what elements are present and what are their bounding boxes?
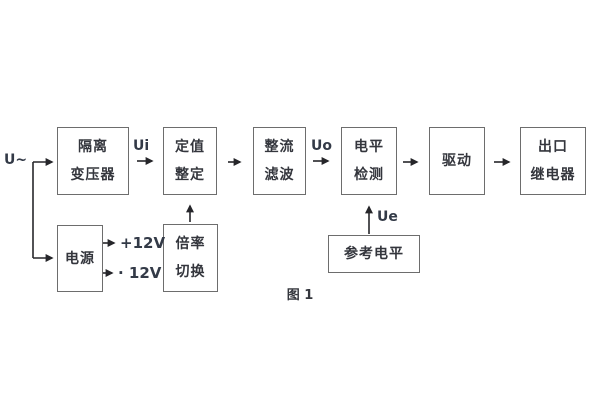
block-label: 出口	[538, 139, 568, 155]
signal-label-u-input: U~	[4, 152, 28, 168]
block-isolation-transformer: 隔离 变压器	[57, 127, 129, 195]
block-label: 整流	[264, 139, 295, 155]
block-multiplier-switch: 倍率 切换	[163, 224, 218, 292]
signal-label-ui: Ui	[133, 138, 150, 154]
signal-label-uo: Uo	[311, 138, 332, 154]
block-label: 切换	[175, 264, 206, 280]
block-setpoint-setting: 定值 整定	[163, 127, 217, 195]
block-label: 变压器	[70, 167, 116, 183]
block-label: 继电器	[530, 167, 576, 183]
block-label: 电平	[354, 139, 384, 155]
block-label: 滤波	[264, 167, 295, 183]
signal-label-ue: Ue	[377, 209, 398, 225]
block-drive: 驱动	[429, 127, 485, 195]
block-power-supply: 电源	[57, 225, 103, 292]
block-label: 检测	[354, 167, 384, 183]
block-label: 参考电平	[344, 246, 404, 262]
block-output-relay: 出口 继电器	[520, 127, 586, 195]
block-label: 倍率	[175, 236, 206, 252]
block-label: 定值	[175, 139, 205, 155]
figure-caption: 图 1	[286, 288, 314, 303]
signal-label-minus12v: · 12V	[118, 264, 162, 282]
block-rectifier-filter: 整流 滤波	[253, 127, 306, 195]
block-label: 隔离	[78, 139, 108, 155]
block-label: 整定	[175, 167, 205, 183]
block-label: 驱动	[442, 153, 472, 169]
block-label: 电源	[65, 250, 95, 267]
signal-label-plus12v: +12V	[120, 234, 166, 252]
block-level-detection: 电平 检测	[341, 127, 397, 195]
block-reference-level: 参考电平	[328, 235, 420, 273]
